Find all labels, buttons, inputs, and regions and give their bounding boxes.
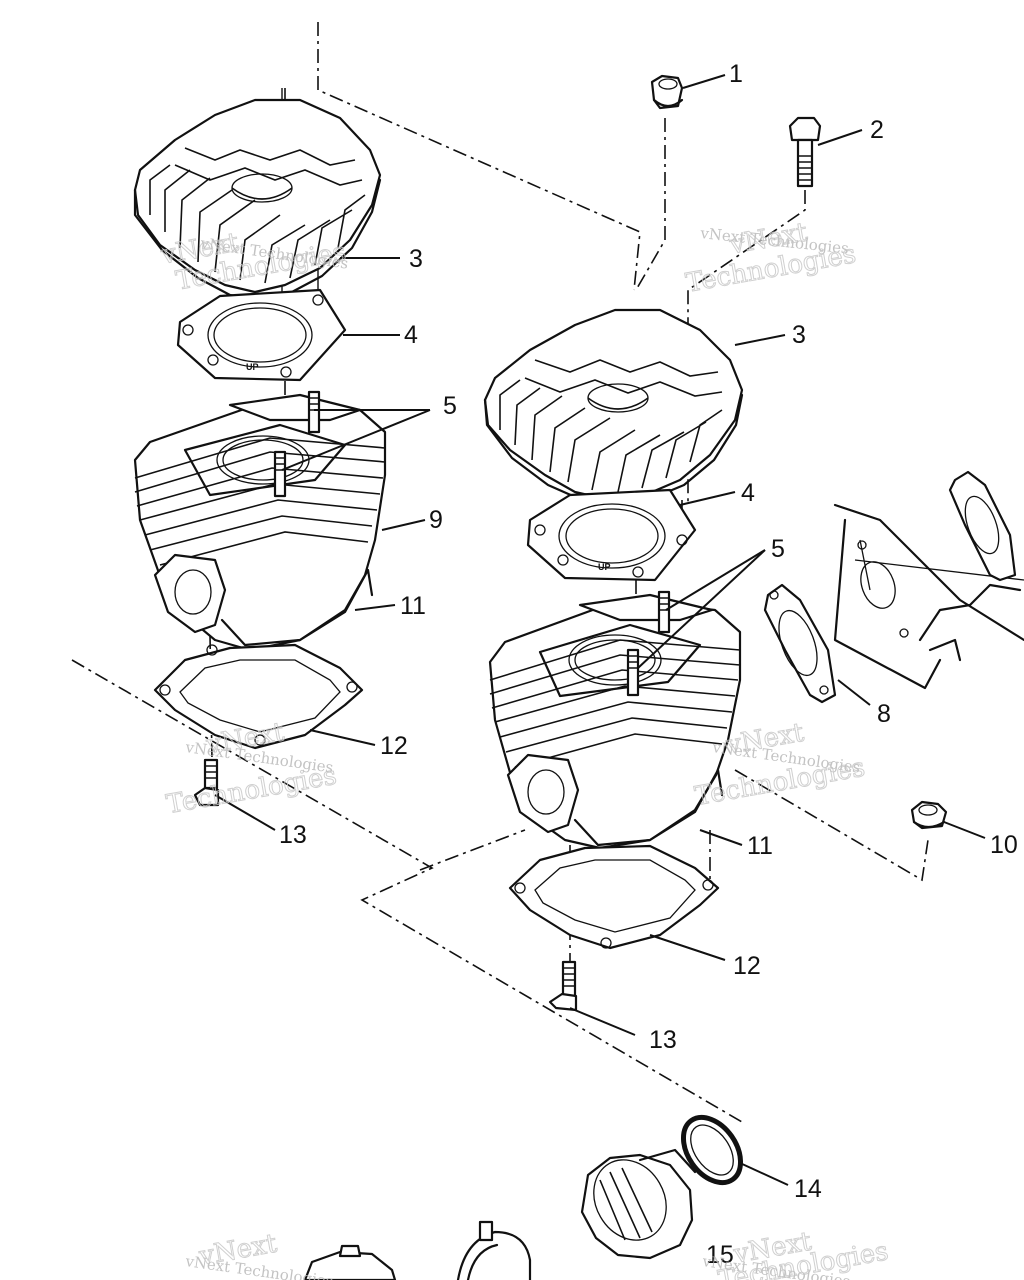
callout-1: 1	[729, 60, 743, 88]
cylinder-left	[133, 390, 387, 652]
water-fitting-left	[193, 758, 220, 807]
callout-5-right: 5	[771, 535, 785, 563]
callout-13-left: 13	[279, 821, 307, 849]
hose-clamp-partial	[456, 1220, 532, 1280]
callout-3-right: 3	[792, 321, 806, 349]
flange-nut-10	[910, 800, 948, 830]
callout-12-left: 12	[380, 732, 408, 760]
callout-labels: 1 2 3 3 4 4 5 5 8 9 10 11 11 12 12 13 13…	[279, 60, 1018, 1269]
cylinder-head-right	[483, 308, 744, 507]
callout-13-right: 13	[649, 1026, 677, 1054]
cylinder-right	[488, 590, 742, 850]
head-gasket-right: UP	[526, 488, 697, 582]
callout-12-right: 12	[733, 952, 761, 980]
water-fitting-right	[548, 960, 578, 1012]
callout-4-right: 4	[741, 479, 755, 507]
callout-9: 9	[429, 506, 443, 534]
leader-lines	[214, 74, 986, 1186]
gasket-up-marking-left: UP	[246, 362, 259, 372]
base-gasket-right	[508, 844, 720, 950]
callout-2: 2	[870, 116, 884, 144]
exhaust-gasket-8	[763, 583, 837, 704]
bolt-2	[788, 116, 822, 188]
callout-10: 10	[990, 831, 1018, 859]
o-ring-seal-14	[680, 1114, 744, 1186]
carburetor-top-partial	[303, 1244, 397, 1280]
callout-3-left: 3	[409, 245, 423, 273]
callout-14: 14	[794, 1175, 822, 1203]
flange-nut-1	[650, 74, 684, 110]
callout-11-right: 11	[747, 832, 773, 860]
callout-5-left: 5	[443, 392, 457, 420]
intake-boot-15	[580, 1148, 697, 1260]
callout-4-left: 4	[404, 321, 418, 349]
gasket-up-marking-right: UP	[598, 562, 611, 572]
head-gasket-left: UP	[176, 288, 347, 382]
exhaust-manifold-partial	[833, 470, 1024, 690]
callout-15: 15	[706, 1241, 734, 1269]
callout-8: 8	[877, 700, 891, 728]
base-gasket-left	[153, 643, 364, 750]
callout-11-left: 11	[400, 592, 426, 620]
